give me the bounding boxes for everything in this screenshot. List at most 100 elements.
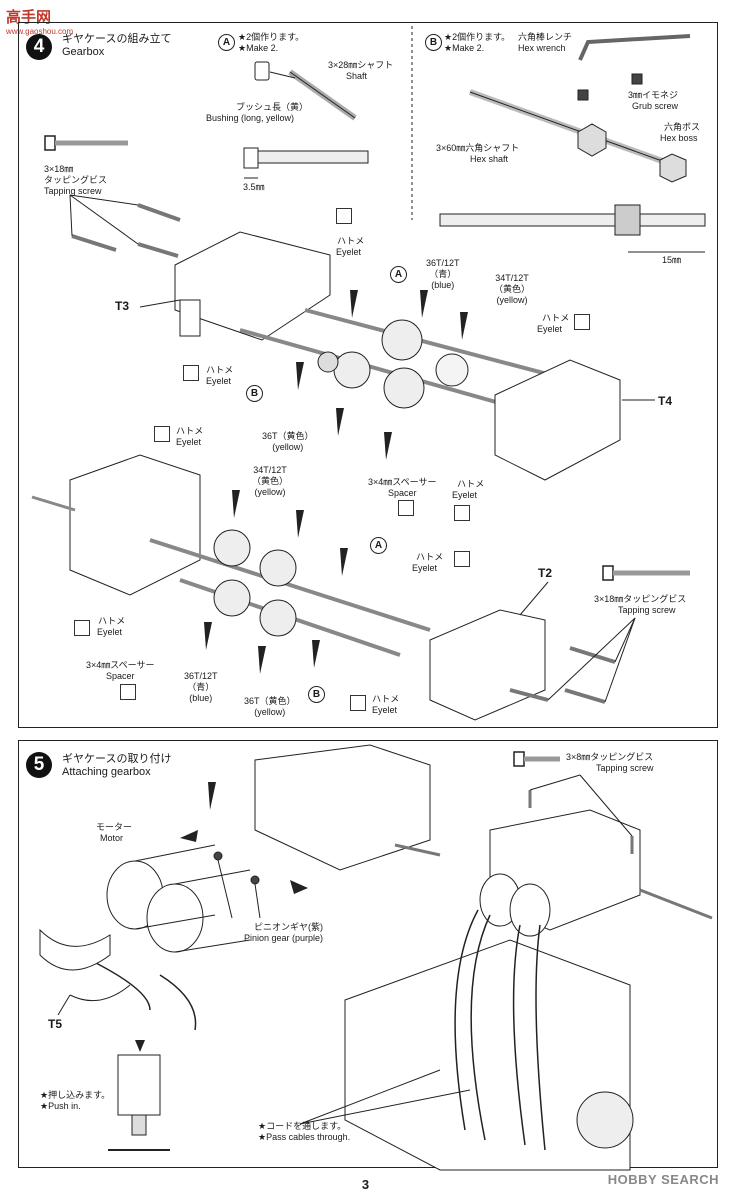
leader-screw-3 [69, 194, 139, 245]
hex-shaft-outline [469, 91, 666, 163]
part-t4-label: T4 [658, 394, 673, 408]
subassembly-b-marker: B [425, 34, 442, 51]
eyelet-label-en-3: Eyelet [537, 324, 563, 334]
eyelet-label-en-7: Eyelet [97, 627, 123, 637]
part-t3-label: T3 [115, 299, 130, 313]
hex-shaft-dimension: 15㎜ [662, 255, 682, 265]
gear-36t12t-upper-2 [383, 367, 425, 409]
tapping-screw-8-icon [513, 751, 560, 767]
leader-pinion-1 [217, 859, 233, 919]
page-number: 3 [361, 1177, 370, 1192]
tapping-screw-label-en: Tapping screw [44, 186, 102, 196]
spacer-text-en: Spacer [387, 488, 417, 498]
step5-number: 5 [33, 754, 45, 775]
eyelet-label-en-5: Eyelet [176, 437, 202, 447]
watermark-url: www.gaoshou.com [6, 27, 74, 36]
eyelet-icon-4 [454, 505, 470, 521]
hex-wrench-part [578, 34, 691, 61]
eyelet-label-jp-6: ハトメ [416, 552, 444, 562]
motor-clip-t5 [39, 928, 111, 971]
shaft-assembled [257, 150, 369, 164]
gear-36t-lower [259, 599, 297, 637]
shaft-28-outline [289, 71, 356, 119]
push-in-label-en: ★Push in. [40, 1101, 81, 1111]
step4-title: ギヤケースの組み立て Gearbox [62, 33, 171, 59]
gear-34t12t-lower-color-jp: （黄色） [252, 476, 289, 486]
grub-screw-part [631, 73, 643, 85]
gear-36t-label-lower: 36T（黄色） (yellow) [244, 696, 296, 718]
gearbox-step5 [254, 744, 431, 871]
part-t5-label: T5 [48, 1017, 63, 1031]
spacer-icon-lower [120, 684, 136, 700]
gear-36t12t-lower-2 [213, 579, 251, 617]
step5-title-jp: ギヤケースの取り付け [62, 753, 172, 765]
gear-34t12t-label-lower: 34T/12T （黄色） (yellow) [252, 465, 288, 498]
hex-wrench-label-jp: 六角棒レンチ [518, 32, 573, 42]
gear-36t12t-lower-color-en: (blue) [189, 693, 213, 703]
leader-t2-screw-1 [614, 617, 636, 663]
push-arrows-step5 [135, 782, 308, 1052]
leader-screw-1 [69, 194, 139, 206]
screw-2 [71, 234, 117, 252]
step5-panel [18, 740, 718, 1168]
eyelet-label-en-6: Eyelet [412, 563, 438, 573]
eyelet-icon-7 [74, 620, 90, 636]
box-a-make-jp: ★2個作ります。 [238, 32, 305, 42]
mounted-motor-2 [509, 883, 551, 937]
motor-label-en: Motor [100, 833, 124, 843]
eyelet-label-jp-7: ハトメ [98, 616, 126, 626]
pinion-gear-2 [250, 875, 260, 885]
hex-boss-assembled [614, 204, 641, 236]
gear-36t-color-en: (yellow) [272, 442, 304, 452]
eyelet-label-jp-2: ハトメ [206, 365, 234, 375]
leader-t2-screw-2 [547, 617, 636, 701]
gear-36t-label-upper: 36T（黄色） (yellow) [262, 431, 314, 453]
motor-label-jp: モーター [96, 822, 133, 832]
bushing-part [254, 61, 270, 81]
motor-cable-1 [89, 959, 151, 1011]
gear-34t12t-lower-text: 34T/12T [253, 465, 287, 475]
leader-t2-screw-3 [604, 617, 636, 703]
motor-1-body [134, 844, 216, 930]
hex-shaft-label-jp: 3×60㎜六角シャフト [436, 143, 520, 153]
eyelet-icon-1 [336, 208, 352, 224]
shaft-b-marker-upper: B [246, 385, 263, 402]
eyelet-label-en-2: Eyelet [206, 376, 232, 386]
shaft-label-en: Shaft [346, 71, 368, 81]
box-b-make-en: ★Make 2. [444, 43, 485, 53]
gear-34t12t-text: 34T/12T [495, 273, 529, 283]
tapping-screw-icon [44, 135, 128, 151]
bushing-label-en: Bushing (long, yellow) [206, 113, 295, 123]
motor-cable-2 [159, 974, 197, 1031]
subassembly-a-marker: A [218, 34, 235, 51]
grub-screw-label-en: Grub screw [632, 101, 679, 111]
leader-pinion-2 [254, 883, 261, 919]
leader-screw-2 [69, 194, 73, 237]
eyelet-icon-8 [350, 695, 366, 711]
step5-title: ギヤケースの取り付け Attaching gearbox [62, 753, 171, 779]
watermark-logo: 高手网 www.gaoshou.com [6, 6, 80, 36]
eyelet-icon-2 [183, 365, 199, 381]
leader-screw-8-1 [529, 774, 581, 791]
gear-34t12t-lower [213, 529, 251, 567]
motor-push-in-shaft [131, 1114, 147, 1136]
pinion-gear-1 [213, 851, 223, 861]
mounted-shaft [639, 888, 713, 920]
grub-screw-assembled [577, 89, 589, 101]
hex-boss-part [577, 123, 607, 157]
tapping-screw-8-label-jp: 3×8㎜タッピングビス [566, 752, 654, 762]
shaft-lower-protrude [31, 495, 76, 512]
spacer-label-lower: 3×4㎜スペーサー Spacer [86, 660, 154, 682]
hex-boss-loose [659, 153, 687, 183]
shaft-a-marker-upper: A [390, 266, 407, 283]
housing-t3 [174, 231, 331, 341]
pass-cables-label-en: ★Pass cables through. [258, 1132, 351, 1142]
shaft-a-upper [304, 308, 571, 382]
gear-36t12t-label-lower: 36T/12T （青） (blue) [184, 671, 218, 704]
mounted-cable-1 [454, 909, 479, 1131]
hex-boss-label-en: Hex boss [660, 133, 698, 143]
hex-shaft-label-en: Hex shaft [470, 154, 509, 164]
gear-34t12t-lower-color-en: (yellow) [254, 487, 286, 497]
chassis-wheel [576, 1091, 634, 1149]
